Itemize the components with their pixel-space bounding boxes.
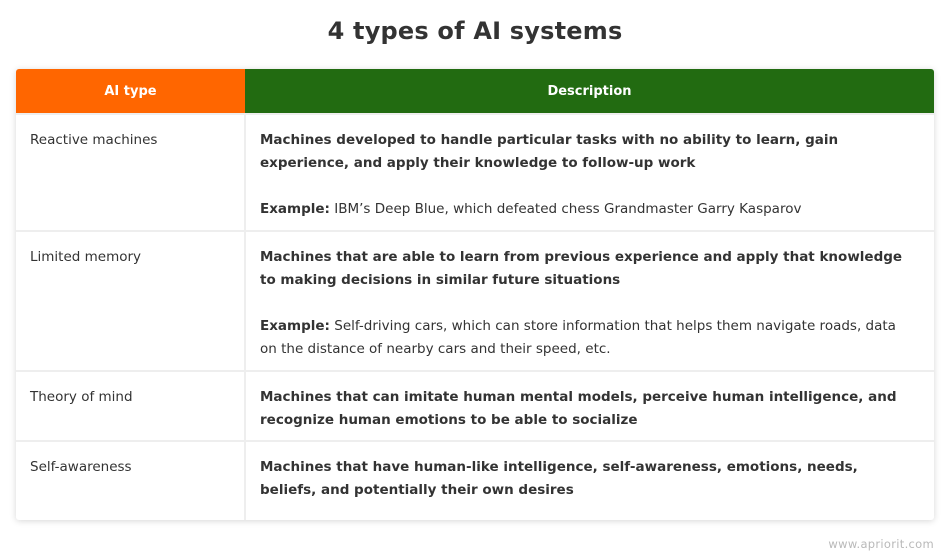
description-text: Machines that are able to learn from pre… xyxy=(260,249,903,288)
example-label: Example: xyxy=(260,318,330,334)
page-title: 4 types of AI systems xyxy=(327,17,623,45)
description-text: Machines that can imitate human mental m… xyxy=(260,389,897,428)
example-label: Example: xyxy=(260,201,330,217)
table-row: Limited memory Machines that are able to… xyxy=(16,230,934,371)
description-cell: Machines that are able to learn from pre… xyxy=(245,230,934,371)
header-ai-type: AI type xyxy=(16,69,245,114)
watermark: www.apriorit.com xyxy=(828,537,934,551)
description-cell: Machines that have human-like intelligen… xyxy=(245,440,934,520)
ai-type-cell: Reactive machines xyxy=(16,113,246,231)
ai-type-cell: Self-awareness xyxy=(16,440,246,520)
table-row: Theory of mind Machines that can imitate… xyxy=(16,370,934,441)
example-text: Example: IBM’s Deep Blue, which defeated… xyxy=(260,198,916,221)
table-row: Self-awareness Machines that have human-… xyxy=(16,440,934,520)
table-header-row: AI type Description xyxy=(16,69,934,114)
ai-types-table: AI type Description Reactive machines Ma… xyxy=(16,69,934,520)
description-cell: Machines developed to handle particular … xyxy=(245,113,934,231)
ai-type-cell: Limited memory xyxy=(16,230,246,371)
ai-type-cell: Theory of mind xyxy=(16,370,246,441)
example-value: Self-driving cars, which can store infor… xyxy=(260,318,896,357)
example-text: Example: Self-driving cars, which can st… xyxy=(260,315,916,361)
description-text: Machines developed to handle particular … xyxy=(260,132,839,171)
description-cell: Machines that can imitate human mental m… xyxy=(245,370,934,441)
header-description: Description xyxy=(245,69,934,114)
table: AI type Description Reactive machines Ma… xyxy=(16,69,934,520)
example-value: IBM’s Deep Blue, which defeated chess Gr… xyxy=(329,201,802,217)
table-row: Reactive machines Machines developed to … xyxy=(16,113,934,231)
description-text: Machines that have human-like intelligen… xyxy=(260,459,858,498)
